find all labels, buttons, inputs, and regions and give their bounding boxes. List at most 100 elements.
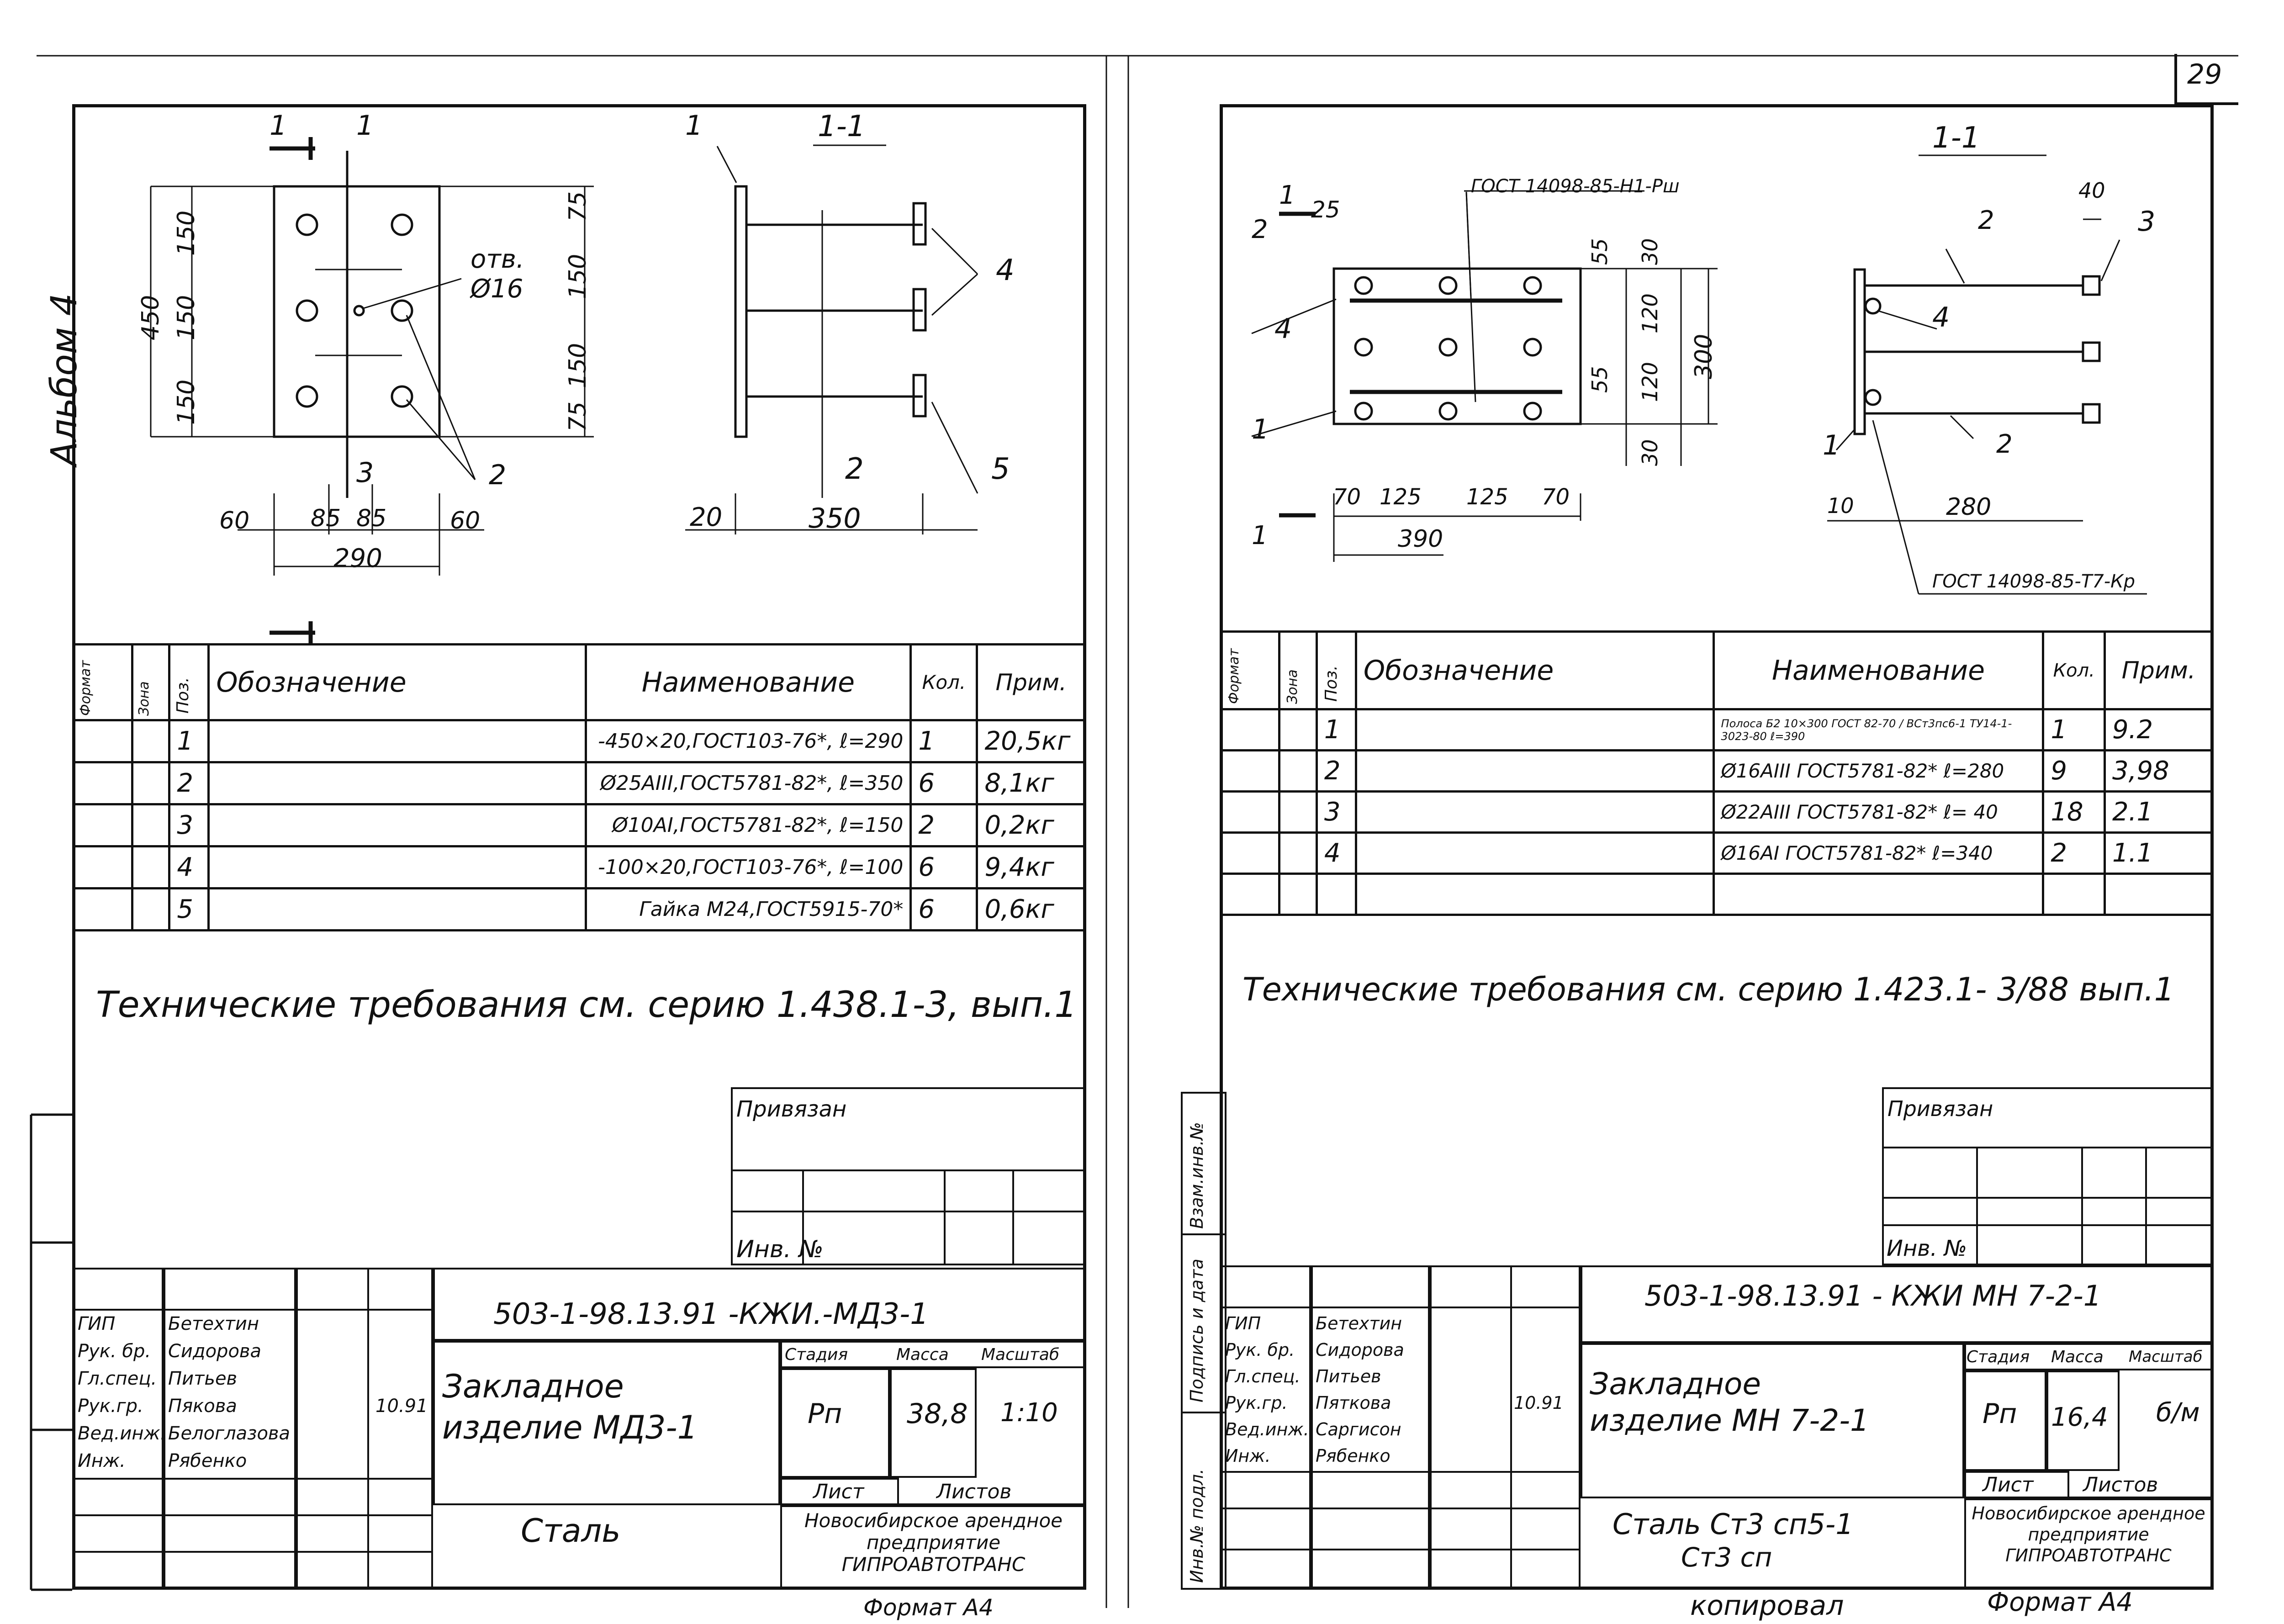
col-format: Формат: [1219, 630, 1281, 710]
left-doc-title: Закладное изделие МД3-1: [442, 1368, 698, 1446]
table-row: [1219, 873, 2214, 916]
dim-20: 20: [690, 503, 723, 532]
section-pos-3: 3: [2138, 206, 2156, 238]
right-spec-table: Формат Зона Поз. Обозначение Наименовани…: [1219, 630, 2214, 916]
col-zone: Зона: [1278, 630, 1318, 710]
dim-60: 60: [450, 507, 481, 534]
col-qty: Кол.: [2042, 630, 2106, 710]
left-spec-table: Формат Зона Поз. Обозначение Наименовани…: [72, 643, 1086, 931]
page-number-box: 29: [2174, 54, 2238, 105]
col-designation: Обозначение: [1354, 630, 1715, 710]
sheet-header: Лист: [813, 1480, 864, 1503]
col-pos: Поз.: [1315, 630, 1357, 710]
plan-pos-4: 4: [1274, 313, 1292, 345]
right-material-2: Ст3 сп: [1681, 1542, 1772, 1573]
plan-pos-2: 2: [1252, 215, 1268, 244]
mass-header: Масса: [896, 1345, 949, 1364]
section-title: 1-1: [818, 110, 866, 143]
section-pos-1: 1: [685, 110, 703, 142]
sheet-header: Лист: [1983, 1473, 2034, 1497]
dim-125: 125: [1466, 484, 1508, 510]
section-title: 1-1: [1932, 121, 1980, 155]
side-label-replaced-inv: Взам.инв.№: [1187, 1122, 1207, 1229]
plan-pos-3: 3: [356, 457, 374, 489]
side-label-original-inv: Инв.№ подл.: [1187, 1468, 1207, 1583]
plan-mark-1: 1: [1279, 180, 1295, 210]
stage-value: Рп: [1983, 1398, 2017, 1430]
right-doc-code: 503-1-98.13.91 - КЖИ МН 7-2-1: [1644, 1279, 2102, 1312]
inventory-number-label: Инв. №: [736, 1236, 824, 1263]
right-binding-block: Привязан: [1882, 1087, 2214, 1265]
mass-header: Масса: [2051, 1348, 2104, 1366]
dim-10: 10: [1827, 493, 1854, 518]
col-name: Наименование: [584, 643, 912, 721]
stage-header: Стадия: [785, 1345, 848, 1364]
dim-290: 290: [333, 544, 382, 573]
left-format: Формат А4: [863, 1594, 994, 1621]
section-pos-2: 2: [845, 452, 864, 486]
plan-pos-2: 2: [489, 459, 507, 491]
inventory-number-label: Инв. №: [1887, 1236, 1967, 1261]
gost-bottom: ГОСТ 14098-85-Т7-Кр: [1932, 571, 2135, 592]
left-tech-requirements: Технические требования см. серию 1.438.1…: [96, 984, 1077, 1026]
side-label-signature-date: Подпись и дата: [1187, 1259, 1207, 1402]
section-pos-1: 1: [1823, 429, 1840, 461]
page-number: 29: [2187, 58, 2222, 90]
dim-70: 70: [1333, 484, 1361, 510]
binding-label: Привязан: [1887, 1096, 1993, 1121]
section-mark: 1: [270, 110, 287, 142]
signer-row: Вед.инж.Саргисон: [1225, 1419, 1401, 1439]
plan-mark-1: 1: [1252, 521, 1268, 550]
col-zone: Зона: [131, 643, 171, 721]
dim-40: 40: [2078, 178, 2105, 203]
right-plan-drawing: [1251, 190, 1718, 562]
dim-85: 85: [356, 505, 387, 532]
left-side-strip: [30, 1113, 72, 1591]
mass-value: 16,4: [2051, 1402, 2108, 1432]
left-plan-drawing: [150, 137, 594, 644]
signer-row: Вед.инж.Белоглазова: [78, 1423, 291, 1444]
right-format: Формат А4: [1987, 1587, 2133, 1617]
plan-pos-1: 1: [356, 110, 374, 142]
sheets-header: Листов: [2083, 1473, 2158, 1497]
signer-row: Инж.Рябенко: [78, 1450, 247, 1471]
col-note: Прим.: [2104, 630, 2214, 710]
signer-row: Инж.Рябенко: [1225, 1446, 1390, 1466]
col-name: Наименование: [1712, 630, 2045, 710]
hole-diameter: Ø16: [471, 274, 523, 304]
dim-70: 70: [1542, 484, 1570, 510]
right-doc-title: Закладное изделие МН 7-2-1: [1590, 1366, 1870, 1438]
col-qty: Кол.: [909, 643, 978, 721]
right-material-1: Сталь Ст3 сп5-1: [1613, 1508, 1854, 1541]
right-title-block: [1220, 1265, 2214, 1590]
col-designation: Обозначение: [207, 643, 587, 721]
plan-pos-1: 1: [1252, 413, 1269, 445]
col-pos: Поз.: [168, 643, 210, 721]
signer-row: Рук. бр.Сидорова: [1225, 1340, 1404, 1360]
scale-value: б/м: [2156, 1398, 2200, 1428]
dim-280: 280: [1946, 493, 1992, 521]
col-format: Формат: [72, 643, 133, 721]
left-organization: Новосибирское арендное предприятие ГИПРО…: [804, 1509, 1063, 1576]
left-binding-block: Привязан: [731, 1087, 1086, 1265]
dim-85: 85: [311, 505, 341, 532]
left-section-drawing: [685, 144, 978, 534]
right-side-strip: [1181, 1092, 1227, 1590]
table-row: 1 Полоса Б2 10×300 ГОСТ 82-70 / ВСт3пс6-…: [1219, 708, 2214, 751]
right-organization: Новосибирское арендное предприятие ГИПРО…: [1972, 1503, 2205, 1566]
signer-row: Гл.спец.Питьев: [78, 1368, 238, 1389]
scale-header: Масштаб: [2129, 1348, 2203, 1366]
signer-row: Рук. бр.Сидорова: [78, 1341, 262, 1362]
scale-value: 1:10: [1000, 1398, 1058, 1428]
